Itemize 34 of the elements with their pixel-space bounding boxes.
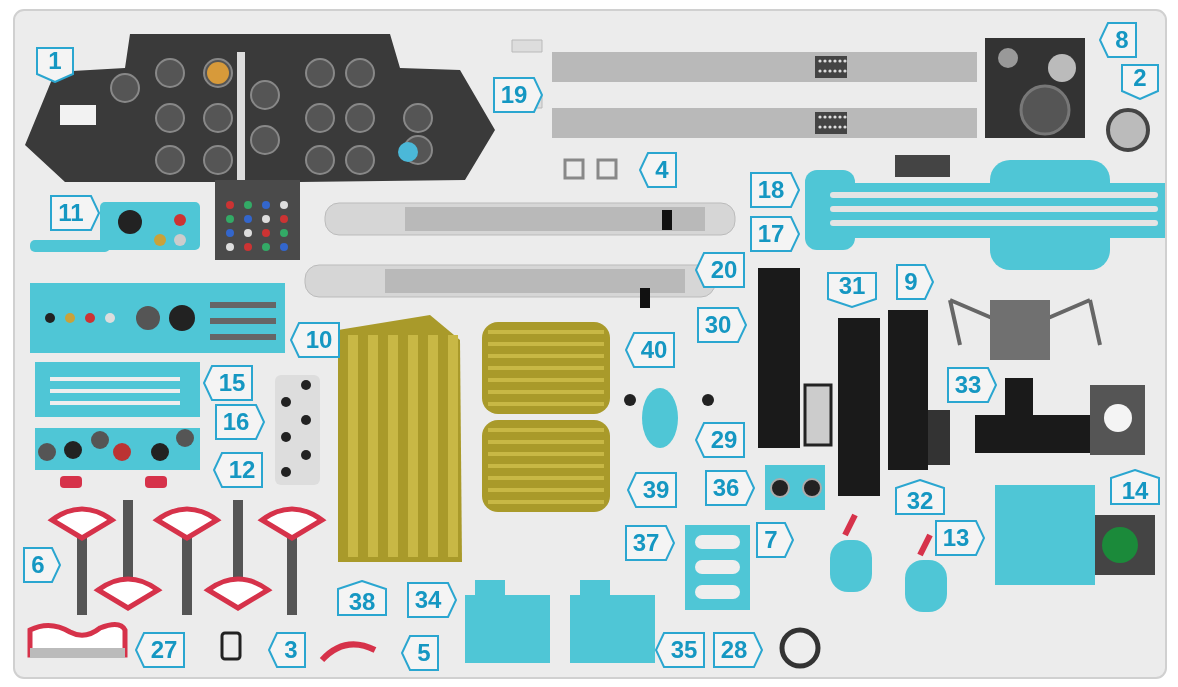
callout-number: 39 <box>627 472 677 508</box>
callout-number: 11 <box>50 195 100 231</box>
callout-number: 30 <box>697 307 747 343</box>
callout-number: 5 <box>401 635 439 671</box>
callout-number: 36 <box>705 470 755 506</box>
callout-number: 31 <box>827 272 877 308</box>
callout-number: 9 <box>896 264 934 300</box>
callout-number: 12 <box>213 452 263 488</box>
callout-number: 6 <box>23 547 61 583</box>
callout-number: 14 <box>1110 469 1160 505</box>
callout-number: 29 <box>695 422 745 458</box>
callout-number: 34 <box>407 582 457 618</box>
callout-number: 20 <box>695 252 745 288</box>
callout-number: 17 <box>750 216 800 252</box>
callout-number: 1 <box>36 47 74 83</box>
callout-number: 13 <box>935 520 985 556</box>
callout-number: 4 <box>639 152 677 188</box>
callout-number: 19 <box>493 77 543 113</box>
callout-number: 8 <box>1099 22 1137 58</box>
callout-number: 15 <box>203 365 253 401</box>
callout-number: 38 <box>337 580 387 616</box>
callout-number: 40 <box>625 332 675 368</box>
callout-number: 10 <box>290 322 340 358</box>
callout-number: 2 <box>1121 64 1159 100</box>
callout-number: 37 <box>625 525 675 561</box>
callout-number: 27 <box>135 632 185 668</box>
callout-number: 3 <box>268 632 306 668</box>
callout-number: 18 <box>750 172 800 208</box>
callout-number: 35 <box>655 632 705 668</box>
callout-number: 16 <box>215 404 265 440</box>
callout-number: 7 <box>756 522 794 558</box>
callout-number: 33 <box>947 367 997 403</box>
callout-number: 32 <box>895 479 945 515</box>
callout-number: 28 <box>713 632 763 668</box>
